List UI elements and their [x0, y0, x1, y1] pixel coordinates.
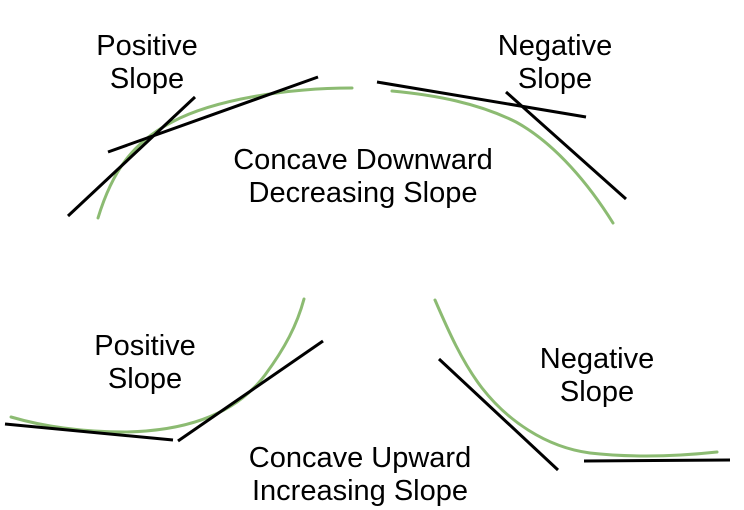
label-line: Positive [94, 330, 196, 362]
concave-upward-curve-right [433, 298, 719, 458]
caption-concave-downward: Concave Downward Decreasing Slope [233, 144, 493, 210]
positive-slope-tangent-shallow [107, 75, 319, 154]
negative-slope-tangent-steep [505, 90, 627, 201]
concave-upward-figure [4, 297, 731, 472]
caption-line: Increasing Slope [251, 475, 469, 507]
caption-line: Decreasing Slope [248, 177, 478, 209]
label-line: Positive [96, 30, 198, 62]
label-line: Slope [109, 63, 185, 95]
caption-line: Concave Downward [233, 144, 493, 176]
label-line: Slope [517, 63, 593, 95]
concave-upward-curve-left [9, 297, 306, 434]
label-line: Negative [497, 30, 613, 62]
negative-slope-tangent-horizontal [583, 458, 731, 463]
label-positive-slope-top: Positive Slope [96, 30, 198, 96]
label-line: Negative [539, 343, 655, 375]
label-negative-slope-bottom: Negative Slope [540, 343, 654, 409]
label-positive-slope-bottom: Positive Slope [94, 330, 196, 396]
label-negative-slope-top: Negative Slope [498, 30, 612, 96]
positive-slope-tangent-flat [4, 422, 174, 442]
caption-line: Concave Upward [248, 442, 472, 474]
negative-slope-tangent-falling [437, 357, 560, 472]
label-line: Slope [559, 376, 635, 408]
negative-slope-tangent-shallow [376, 80, 587, 119]
label-line: Slope [107, 363, 183, 395]
positive-slope-tangent-rising [177, 339, 324, 443]
concave-downward-curve-left [96, 86, 354, 220]
positive-slope-tangent-steep [66, 95, 197, 218]
concave-downward-curve-right [390, 89, 615, 225]
concave-downward-figure [66, 75, 627, 225]
caption-concave-upward: Concave Upward Increasing Slope [249, 442, 471, 508]
